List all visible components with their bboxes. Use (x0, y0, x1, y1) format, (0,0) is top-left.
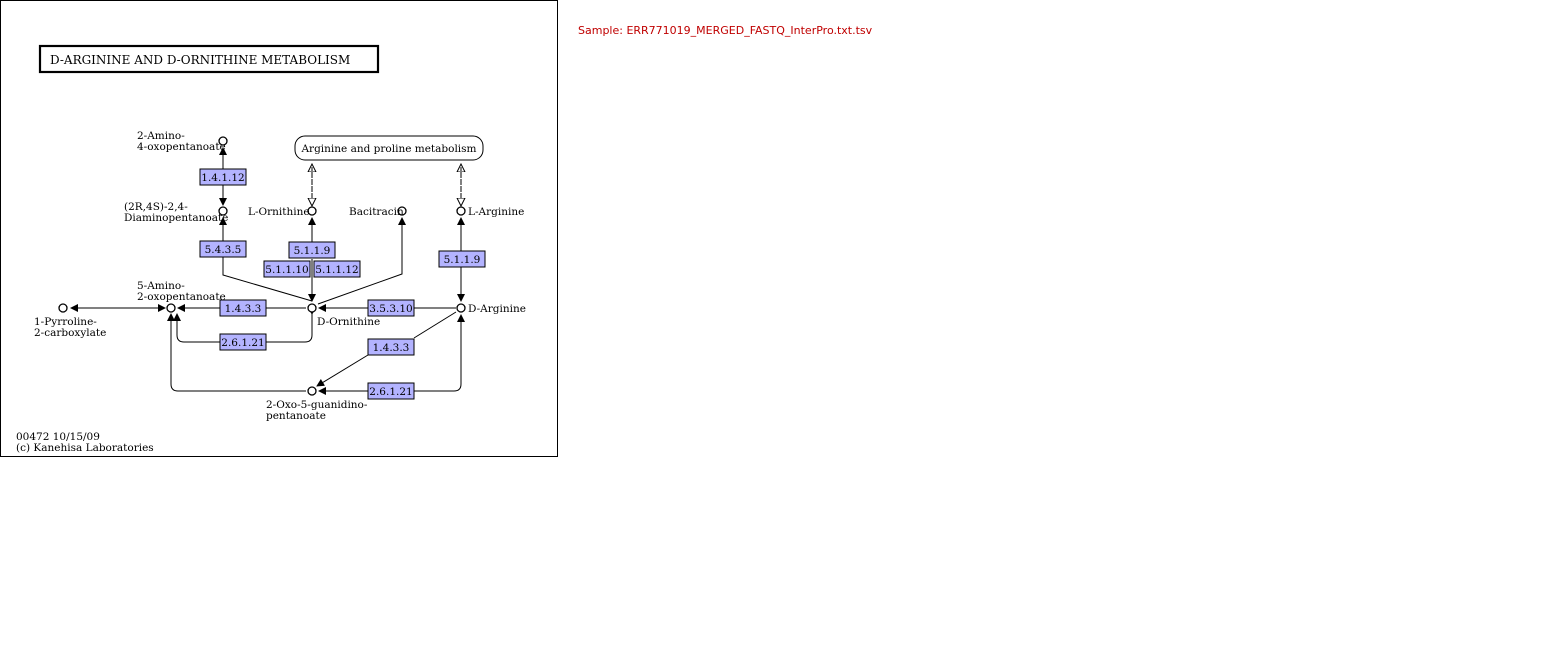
enzyme-box-3-5-3-10[interactable]: 3.5.3.10 (367, 299, 415, 317)
label-l-arginine: L-Arginine (468, 206, 524, 218)
label-pyrroline-1: 1-Pyrroline- (34, 316, 97, 328)
compound-guanidino-pentanoate[interactable] (307, 386, 317, 396)
arrow-to-bacitracin (317, 217, 406, 305)
map-title: D-ARGININE AND D-ORNITHINE METABOLISM (50, 53, 350, 67)
compound-amino-2-oxopentanoate[interactable] (166, 303, 176, 313)
enzyme-label: 5.4.3.5 (205, 244, 242, 256)
pathway-diagram: D-ARGININE AND D-ORNITHINE METABOLISM Ar… (16, 44, 526, 454)
label-bacitracin: Bacitracin (349, 206, 404, 218)
enzyme-label: 1.4.1.12 (201, 172, 244, 184)
label-pyrroline-2: 2-carboxylate (34, 327, 106, 339)
compound-l-ornithine[interactable] (307, 206, 317, 216)
compound-amino-oxopentanoate[interactable] (218, 136, 228, 146)
enzyme-box-5-1-1-12[interactable]: 5.1.1.12 (313, 260, 361, 278)
label-diaminopentanoate-2: Diaminopentanoate (124, 212, 228, 224)
arrow-2-6-1-21-to-amino-oxopentanoate (173, 313, 220, 343)
label-amino-oxopentanoate-2: 4-oxopentanoate (137, 141, 226, 153)
compound-d-arginine[interactable] (456, 303, 466, 313)
label-d-ornithine: D-Ornithine (317, 316, 380, 328)
enzyme-box-1-4-1-12[interactable]: 1.4.1.12 (199, 168, 247, 186)
enzyme-label: 5.1.1.9 (444, 254, 481, 266)
compound-l-arginine[interactable] (456, 206, 466, 216)
line-d-ornithine-2-6-1-21 (266, 307, 316, 343)
compound-diaminopentanoate[interactable] (218, 206, 228, 216)
map-id-date: 00472 10/15/09 (16, 431, 100, 443)
enzyme-label: 3.5.3.10 (369, 303, 412, 315)
sample-label: Sample: ERR771019_MERGED_FASTQ_InterPro.… (578, 24, 873, 37)
enzyme-box-1-4-3-3-right[interactable]: 1.4.3.3 (367, 338, 415, 356)
link-arginine-proline[interactable]: Arginine and proline metabolism (294, 135, 484, 161)
compound-d-ornithine[interactable] (307, 303, 317, 313)
arrow-guanidino-d-arginine (414, 314, 465, 392)
label-diaminopentanoate-1: (2R,4S)-2,4- (124, 201, 188, 213)
compound-pyrroline-carboxylate[interactable] (58, 303, 68, 313)
label-amino-2-oxo-2: 2-oxopentanoate (137, 291, 226, 303)
enzyme-box-5-1-1-9-left[interactable]: 5.1.1.9 (288, 241, 336, 259)
enzyme-label: 5.1.1.12 (315, 264, 358, 276)
arrow-guanidino-to-amino-oxopentanoate (167, 313, 306, 392)
label-amino-2-oxo-1: 5-Amino- (137, 280, 185, 292)
link-arginine-proline-label: Arginine and proline metabolism (300, 143, 476, 155)
enzyme-box-5-4-3-5[interactable]: 5.4.3.5 (199, 240, 247, 258)
copyright: (c) Kanehisa Laboratories (16, 442, 154, 454)
enzyme-label: 5.1.1.9 (294, 245, 331, 257)
enzyme-box-5-1-1-10[interactable]: 5.1.1.10 (263, 260, 311, 278)
enzyme-label: 2.6.1.21 (221, 337, 264, 349)
line-d-arginine-1-4-3-3 (413, 311, 457, 339)
pathway-map: D-ARGININE AND D-ORNITHINE METABOLISM Ar… (0, 0, 558, 457)
label-d-arginine: D-Arginine (468, 303, 526, 315)
enzyme-box-1-4-3-3-left[interactable]: 1.4.3.3 (219, 299, 267, 317)
enzyme-box-2-6-1-21-top[interactable]: 2.6.1.21 (219, 333, 267, 351)
label-guanidino-2: pentanoate (266, 410, 326, 422)
enzyme-box-2-6-1-21-bottom[interactable]: 2.6.1.21 (367, 382, 415, 400)
arrow-to-guanidino (316, 354, 369, 387)
enzyme-label: 1.4.3.3 (373, 342, 410, 354)
label-l-ornithine: L-Ornithine (248, 206, 310, 218)
enzyme-label: 2.6.1.21 (369, 386, 412, 398)
enzyme-label: 5.1.1.10 (265, 264, 308, 276)
map-title-box: D-ARGININE AND D-ORNITHINE METABOLISM (38, 44, 380, 74)
line-diaminopentanoate-d-ornithine (222, 255, 313, 302)
enzyme-box-5-1-1-9-right[interactable]: 5.1.1.9 (438, 250, 486, 268)
enzyme-label: 1.4.3.3 (225, 303, 262, 315)
compound-bacitracin[interactable] (397, 206, 407, 216)
label-amino-oxopentanoate-1: 2-Amino- (137, 130, 185, 142)
label-guanidino-1: 2-Oxo-5-guanidino- (266, 399, 368, 411)
